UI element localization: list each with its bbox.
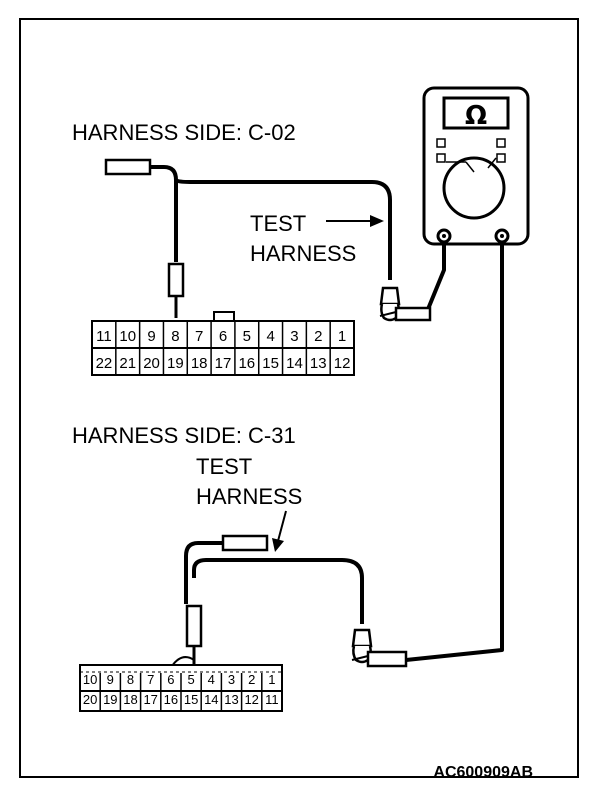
c31-bottom-pin-19: 19	[103, 692, 117, 707]
c02-title: HARNESS SIDE: C-02	[72, 120, 296, 145]
c31-top-pin-1: 1	[268, 672, 275, 687]
c02-top-pin-7: 7	[195, 328, 203, 345]
c02-top-pin-5: 5	[243, 328, 251, 345]
meter-dial	[442, 156, 506, 220]
lower-test-label: TEST	[196, 454, 252, 479]
upper-harness-label: HARNESS	[250, 241, 356, 266]
c02-bottom-pin-20: 20	[143, 355, 160, 372]
lower-test-harness	[171, 534, 408, 670]
c31-bottom-pin-14: 14	[204, 692, 218, 707]
c02-top-pin-2: 2	[314, 328, 322, 345]
c02-top-pin-8: 8	[171, 328, 179, 345]
ohmmeter-icon: Ω	[465, 101, 487, 131]
lower-harness-label: HARNESS	[196, 484, 302, 509]
c02-bottom-pin-19: 19	[167, 355, 184, 372]
c31-top-pin-2: 2	[248, 672, 255, 687]
c02-top-pin-6: 6	[219, 328, 227, 345]
c02-bottom-pin-17: 17	[215, 355, 232, 372]
c31-title: HARNESS SIDE: C-31	[72, 423, 296, 448]
c02-top-pin-1: 1	[338, 328, 346, 345]
c02-top-pin-4: 4	[266, 328, 274, 345]
c31-bottom-pin-11: 11	[265, 692, 279, 707]
c31-top-pin-7: 7	[147, 672, 154, 687]
ohmmeter: Ω	[422, 86, 530, 246]
c02-bottom-pin-18: 18	[191, 355, 208, 372]
c31-bottom-pin-17: 17	[143, 692, 157, 707]
c31-bottom-pin-13: 13	[224, 692, 238, 707]
c31-bottom-pin-16: 16	[164, 692, 178, 707]
c31-bottom-pin-18: 18	[123, 692, 137, 707]
c02-bottom-pin-14: 14	[286, 355, 303, 372]
upper-test-harness	[104, 158, 432, 322]
c02-top-pin-9: 9	[147, 328, 155, 345]
figure-code: AC600909AB	[433, 764, 533, 781]
upper-test-arrow	[326, 215, 384, 227]
c02-top-pin-11: 11	[96, 328, 112, 345]
c02-bottom-pin-21: 21	[119, 355, 136, 372]
c02-bottom-pin-12: 12	[334, 355, 351, 372]
c02-bottom-pin-13: 13	[310, 355, 327, 372]
c02-top-pin-10: 10	[119, 328, 136, 345]
c31-top-pin-3: 3	[228, 672, 235, 687]
c02-bottom-pin-22: 22	[96, 355, 113, 372]
c31-bottom-pin-15: 15	[184, 692, 198, 707]
c31-top-pin-4: 4	[208, 672, 215, 687]
c02-bottom-pin-15: 15	[262, 355, 279, 372]
meter-leads	[405, 242, 504, 662]
c31-top-pin-10: 10	[83, 672, 97, 687]
c31-top-pin-8: 8	[127, 672, 134, 687]
c31-top-pin-6: 6	[167, 672, 174, 687]
c31-bottom-pin-20: 20	[83, 692, 97, 707]
c31-bottom-pin-12: 12	[244, 692, 258, 707]
lower-test-arrow	[272, 510, 287, 552]
c31-top-pin-9: 9	[107, 672, 114, 687]
diagram-frame	[19, 18, 579, 778]
upper-test-label: TEST	[250, 211, 306, 236]
c31-top-pin-5: 5	[187, 672, 194, 687]
c02-bottom-pin-16: 16	[238, 355, 255, 372]
c02-top-pin-3: 3	[290, 328, 298, 345]
